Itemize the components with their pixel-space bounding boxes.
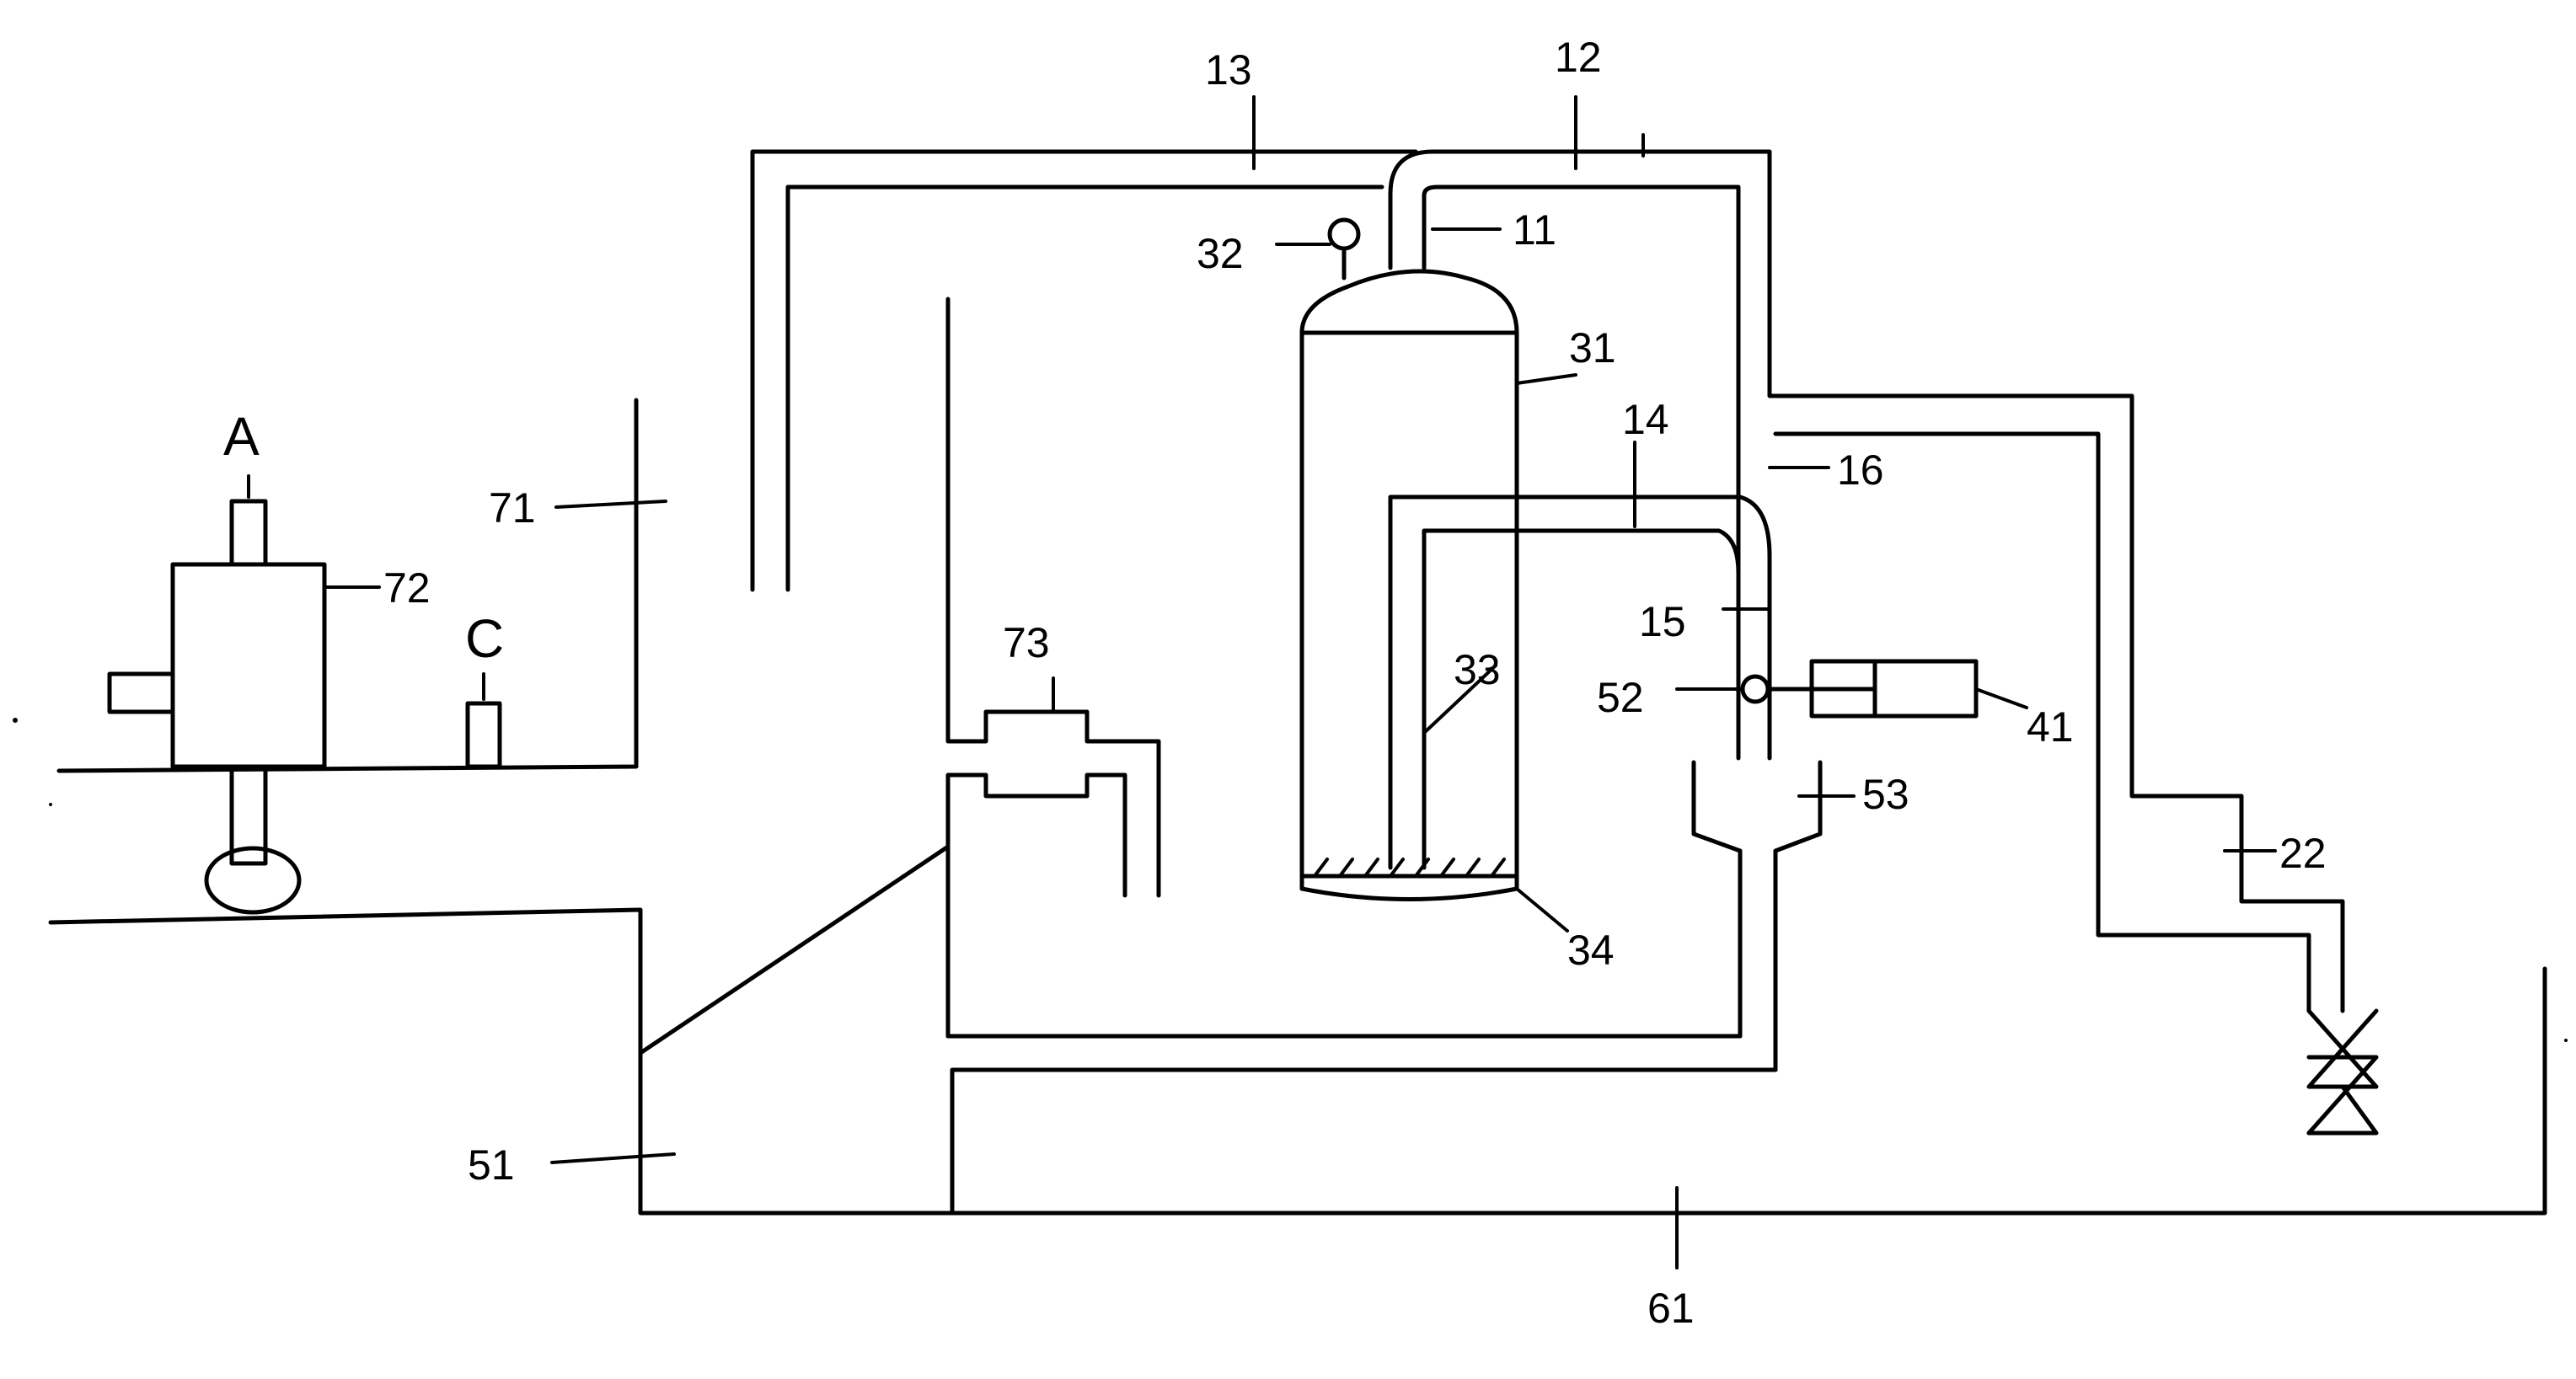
valve-52-icon [1740,674,1814,704]
label-14: 14 [1622,396,1669,443]
label-13: 13 [1205,46,1252,94]
label-52: 52 [1597,674,1644,721]
label-A: A [223,406,260,467]
bottom-hatching [1313,858,1506,878]
speck [13,718,18,723]
speck [2564,1039,2568,1042]
label-11: 11 [1513,206,1556,254]
label-16: 16 [1837,446,1884,494]
vessel-31 [1299,269,1519,901]
label-32: 32 [1197,230,1244,277]
speck [49,803,52,806]
label-C: C [465,608,504,669]
label-51: 51 [468,1141,515,1189]
label-72: 72 [383,564,431,612]
label-22: 22 [2279,830,2327,877]
leader-lines [323,95,2277,1269]
label-33: 33 [1454,646,1501,693]
pipe-11-12 [1388,149,2345,1013]
label-12: 12 [1555,34,1602,81]
label-15: 15 [1639,598,1686,645]
funnel-53 [1683,760,1823,1072]
valve-22-icon [2306,1008,2379,1136]
gauge-32-icon [1275,217,1361,281]
actuator-41 [1809,659,1979,719]
label-41: 41 [2027,703,2074,751]
pipe-13 [750,149,1418,592]
tank-73 [945,297,1743,1039]
label-31: 31 [1569,324,1616,371]
label-71: 71 [489,484,536,532]
unit-72 [56,398,639,915]
pipe-14-15 [1388,494,1772,870]
label-73: 73 [1003,619,1050,666]
label-61: 61 [1647,1285,1695,1332]
label-53: 53 [1862,771,1909,818]
duct-51-61 [48,844,2547,1216]
label-34: 34 [1567,927,1615,974]
